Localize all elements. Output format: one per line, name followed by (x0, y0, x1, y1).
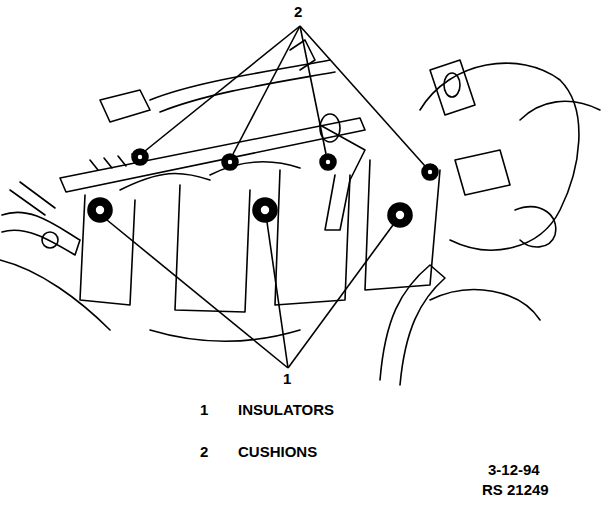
reference-number: RS 21249 (482, 482, 549, 499)
callout-number: 2 (294, 4, 302, 21)
legend-number: 1 (200, 402, 208, 419)
callout-number: 1 (283, 371, 291, 388)
part-name: INSULATORS (238, 402, 334, 419)
legend-number: 2 (200, 444, 208, 461)
date-stamp: 3-12-94 (488, 462, 540, 479)
leader-lines (107, 26, 425, 368)
part-name: CUSHIONS (238, 444, 317, 461)
